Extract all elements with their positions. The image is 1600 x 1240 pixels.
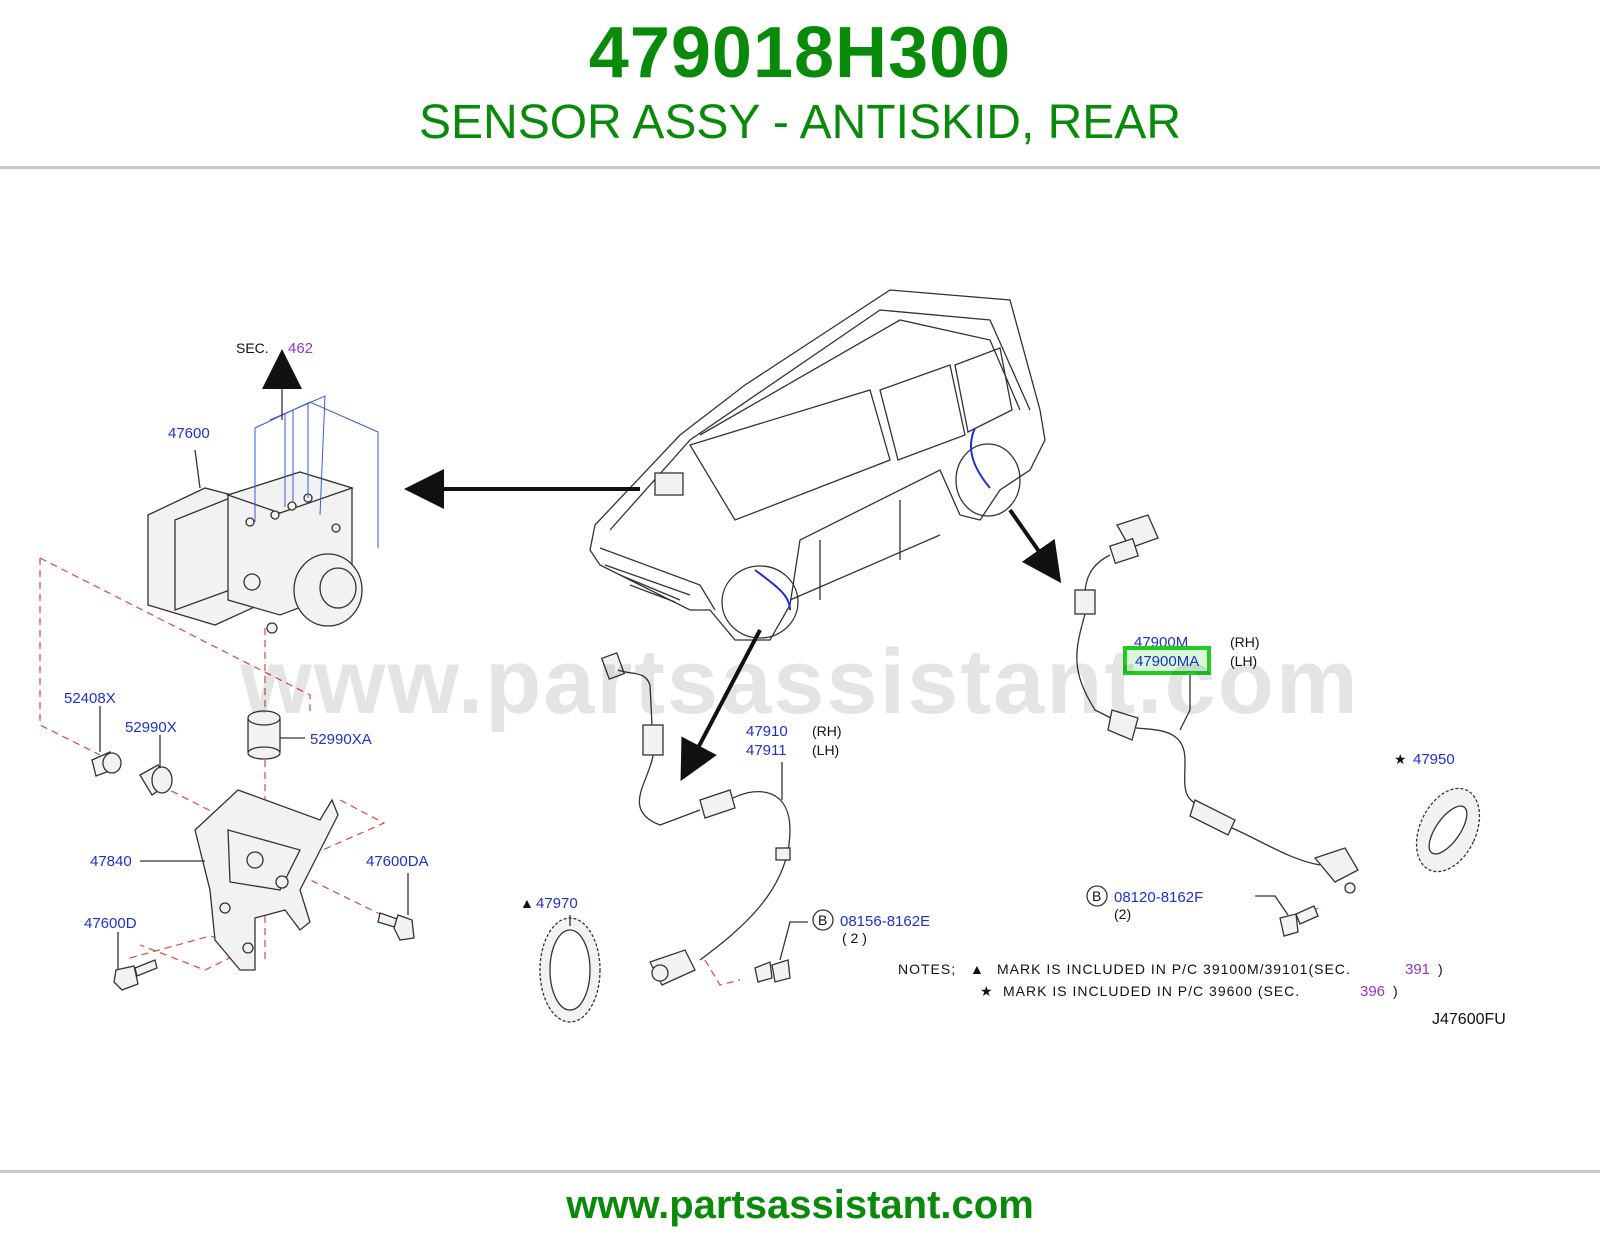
notes-line-1: MARK IS INCLUDED IN P/C 39100M/39101(SEC… — [997, 961, 1351, 977]
footer-url-link[interactable]: www.partsassistant.com — [566, 1183, 1034, 1227]
b-mark-icon-2 — [1086, 885, 1108, 907]
rear-sensor-leader — [1179, 675, 1191, 731]
part-label-47600d[interactable]: 47600D — [84, 915, 137, 932]
left-part-leaders — [99, 706, 409, 970]
notes-prefix: NOTES; — [898, 961, 956, 977]
bolt-52408x[interactable] — [91, 751, 122, 777]
b-mark-text-2: B — [1092, 888, 1101, 904]
bolt-08156-leader — [779, 921, 808, 961]
sec-396-link[interactable]: 396 — [1360, 983, 1385, 1000]
bracket-47840[interactable] — [194, 789, 339, 971]
diagram-code: J47600FU — [1432, 1011, 1506, 1028]
part-label-47900ma[interactable]: 47900MA — [1135, 653, 1199, 670]
highlight-box — [1123, 646, 1211, 675]
abs-actuator-unit[interactable] — [147, 471, 363, 634]
notes-line-2-end: ) — [1393, 983, 1399, 999]
notes-line-2: MARK IS INCLUDED IN P/C 39600 (SEC. — [1003, 983, 1300, 999]
arrow-to-front-sensor-icon — [680, 629, 762, 782]
bolt-08120-leader — [1255, 895, 1289, 916]
part-label-52408x[interactable]: 52408X — [64, 690, 116, 707]
bolt-47600d[interactable] — [113, 959, 158, 991]
grommet-52990xa[interactable] — [247, 710, 281, 760]
sensor-rotor-47970[interactable] — [539, 917, 601, 1023]
part-label-47600da[interactable]: 47600DA — [366, 853, 429, 870]
part-description: SENSOR ASSY - ANTISKID, REAR — [419, 96, 1181, 149]
sec-prefix-label: SEC. — [236, 340, 269, 356]
front-sensor-bolt-leader — [704, 959, 741, 986]
part-label-47600[interactable]: 47600 — [168, 425, 210, 442]
notes-star-icon: ★ — [980, 983, 994, 999]
b-mark-icon — [812, 909, 834, 931]
qty-label-2: (2) — [1114, 906, 1131, 922]
footer-divider — [0, 1170, 1600, 1173]
bolt-08156-8162e[interactable] — [754, 959, 791, 983]
abs-port-guide-lines — [194, 385, 379, 548]
qty-label-1: ( 2 ) — [842, 930, 867, 946]
bolt-47600da[interactable] — [377, 912, 415, 941]
lh-label-47900ma: (LH) — [1230, 653, 1257, 669]
sec-391-link[interactable]: 391 — [1405, 961, 1430, 978]
part-label-52990x[interactable]: 52990X — [125, 719, 177, 736]
part-label-08156-8162e[interactable]: 08156-8162E — [840, 913, 930, 930]
vehicle-outline — [589, 289, 1046, 641]
grommet-52990x[interactable] — [139, 764, 173, 796]
part-label-08120-8162f[interactable]: 08120-8162F — [1114, 889, 1203, 906]
triangle-mark-icon: ▲ — [520, 895, 534, 911]
notes-line-1-end: ) — [1438, 961, 1444, 977]
page-header: 479018H300 SENSOR ASSY - ANTISKID, REAR — [0, 0, 1600, 168]
part-number-title: 479018H300 — [588, 13, 1012, 93]
part-label-47910[interactable]: 47910 — [746, 723, 788, 740]
lh-label-47911: (LH) — [812, 742, 839, 758]
star-mark-icon: ★ — [1394, 751, 1407, 767]
part-label-47911[interactable]: 47911 — [746, 742, 787, 759]
notes-block: NOTES; ▲ MARK IS INCLUDED IN P/C 39100M/… — [898, 961, 1444, 1000]
part-label-47970[interactable]: 47970 — [536, 895, 578, 912]
bolt-08120-8162f[interactable] — [1279, 905, 1319, 937]
part-label-52990xa[interactable]: 52990XA — [310, 731, 372, 748]
rh-label-47910: (RH) — [812, 723, 842, 739]
front-sensor-harness[interactable] — [600, 652, 791, 986]
parts-diagram: SEC. 462 47600 — [39, 289, 1506, 1028]
rh-label-47900m: (RH) — [1230, 634, 1260, 650]
sec-462-link[interactable]: 462 — [288, 340, 313, 357]
part-label-47950[interactable]: 47950 — [1413, 751, 1455, 768]
part-label-47840[interactable]: 47840 — [90, 853, 132, 870]
notes-triangle-icon: ▲ — [970, 961, 985, 977]
header-divider — [0, 166, 1600, 169]
b-mark-text-1: B — [818, 912, 827, 928]
sensor-rotor-47950[interactable] — [1404, 778, 1492, 881]
arrow-to-rear-sensor-icon — [1008, 508, 1062, 584]
rear-sensor-harness[interactable] — [1074, 514, 1359, 894]
